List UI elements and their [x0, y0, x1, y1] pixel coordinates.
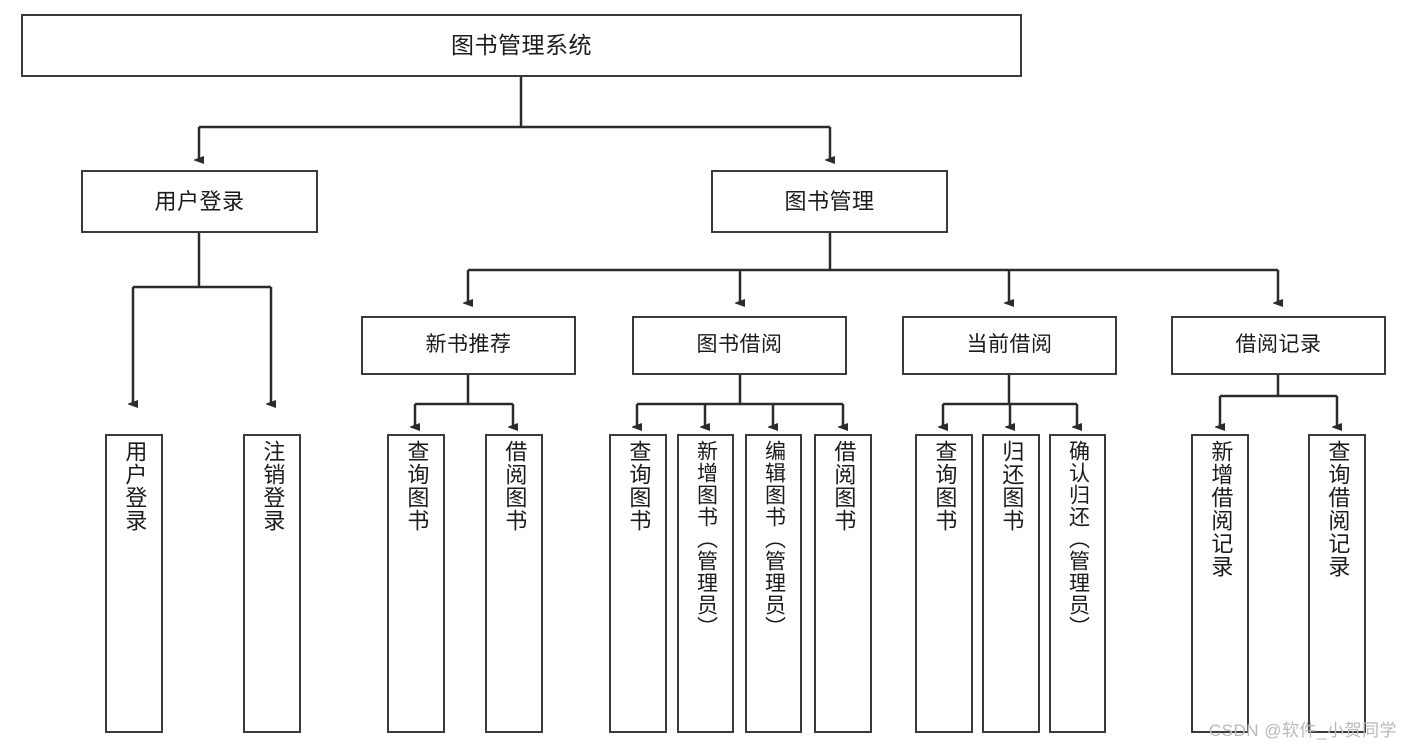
- node-label: 图书管理系统: [451, 32, 592, 59]
- node-borrow-record[interactable]: 借阅记录: [1171, 316, 1386, 375]
- node-label: 编辑图书（管理员）: [762, 440, 786, 638]
- node-label: 查询图书: [626, 440, 652, 532]
- leaf-new-book-query-book[interactable]: 查询图书: [387, 434, 445, 733]
- node-book-management[interactable]: 图书管理: [711, 170, 948, 233]
- leaf-record-add-record[interactable]: 新增借阅记录: [1191, 434, 1249, 733]
- leaf-record-query-record[interactable]: 查询借阅记录: [1308, 434, 1366, 733]
- node-label: 当前借阅: [966, 333, 1053, 357]
- node-root-book-management-system[interactable]: 图书管理系统: [21, 14, 1022, 77]
- node-new-book-recommend[interactable]: 新书推荐: [361, 316, 576, 375]
- leaf-current-return-book[interactable]: 归还图书: [982, 434, 1040, 733]
- leaf-borrow-edit-book-admin[interactable]: 编辑图书（管理员）: [745, 434, 802, 733]
- node-label: 借阅记录: [1235, 333, 1322, 357]
- node-label: 查询借阅记录: [1325, 440, 1351, 578]
- node-book-borrow[interactable]: 图书借阅: [632, 316, 847, 375]
- csdn-watermark: CSDN @软件_小贺同学: [1208, 721, 1397, 740]
- leaf-borrow-add-book-admin[interactable]: 新增图书（管理员）: [677, 434, 734, 733]
- leaf-user-login-login[interactable]: 用户登录: [105, 434, 163, 733]
- leaf-new-book-borrow-book[interactable]: 借阅图书: [485, 434, 543, 733]
- node-label: 归还图书: [999, 440, 1025, 532]
- node-label: 图书管理: [784, 188, 875, 214]
- leaf-borrow-borrow-book[interactable]: 借阅图书: [814, 434, 872, 733]
- node-label: 图书借阅: [696, 333, 783, 357]
- node-label: 确认归还（管理员）: [1066, 440, 1090, 638]
- node-label: 新增图书（管理员）: [694, 440, 718, 638]
- node-label: 借阅图书: [502, 440, 528, 532]
- node-label: 新增借阅记录: [1208, 440, 1234, 578]
- leaf-borrow-query-book[interactable]: 查询图书: [609, 434, 667, 733]
- node-label: 注销登录: [260, 440, 286, 532]
- node-label: 借阅图书: [831, 440, 857, 532]
- node-label: 用户登录: [122, 440, 148, 532]
- leaf-current-confirm-return-admin[interactable]: 确认归还（管理员）: [1049, 434, 1106, 733]
- node-label: 查询图书: [404, 440, 430, 532]
- node-current-borrow[interactable]: 当前借阅: [902, 316, 1117, 375]
- leaf-user-login-logout[interactable]: 注销登录: [243, 434, 301, 733]
- node-label: 查询图书: [932, 440, 958, 532]
- node-user-login[interactable]: 用户登录: [81, 170, 318, 233]
- node-label: 用户登录: [154, 188, 245, 214]
- leaf-current-query-book[interactable]: 查询图书: [915, 434, 973, 733]
- node-label: 新书推荐: [425, 333, 512, 357]
